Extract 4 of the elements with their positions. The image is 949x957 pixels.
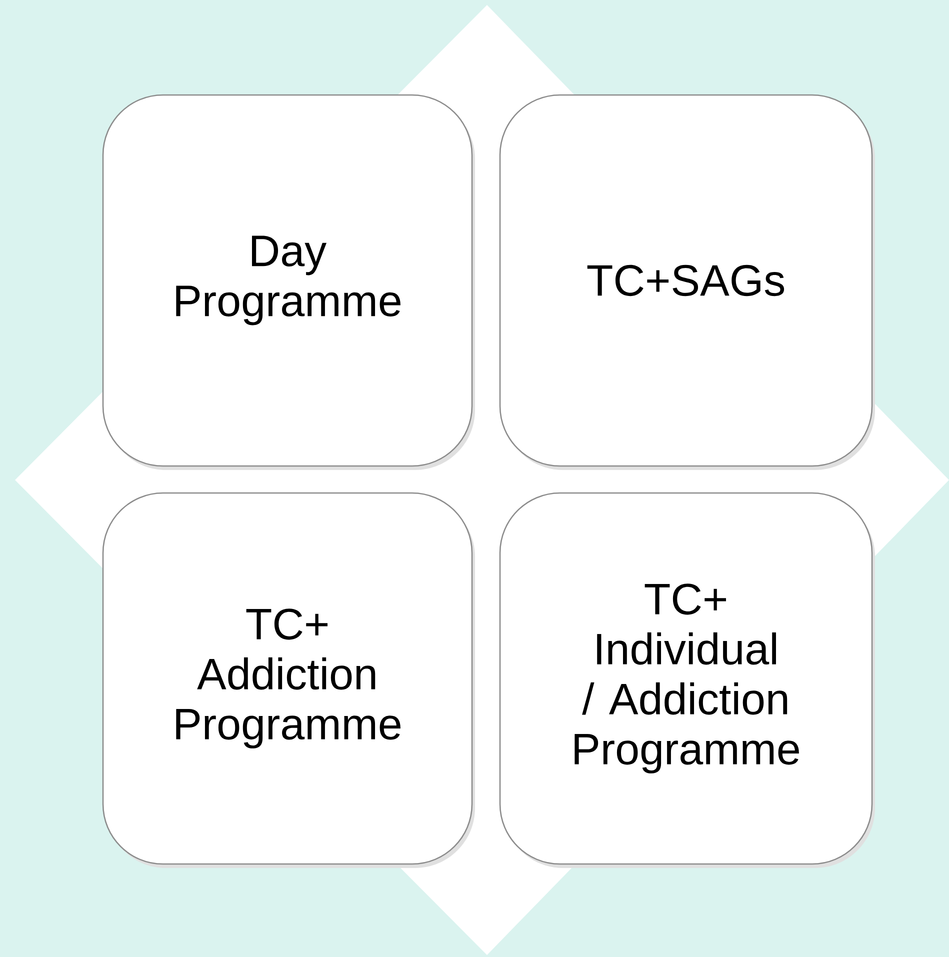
rounded-box: TC+SAGs — [499, 94, 873, 467]
rounded-box: TC+ Individual / Addiction Programme — [499, 492, 873, 865]
rounded-box: TC+ Addiction Programme — [102, 492, 473, 865]
rounded-box: Day Programme — [102, 94, 473, 467]
